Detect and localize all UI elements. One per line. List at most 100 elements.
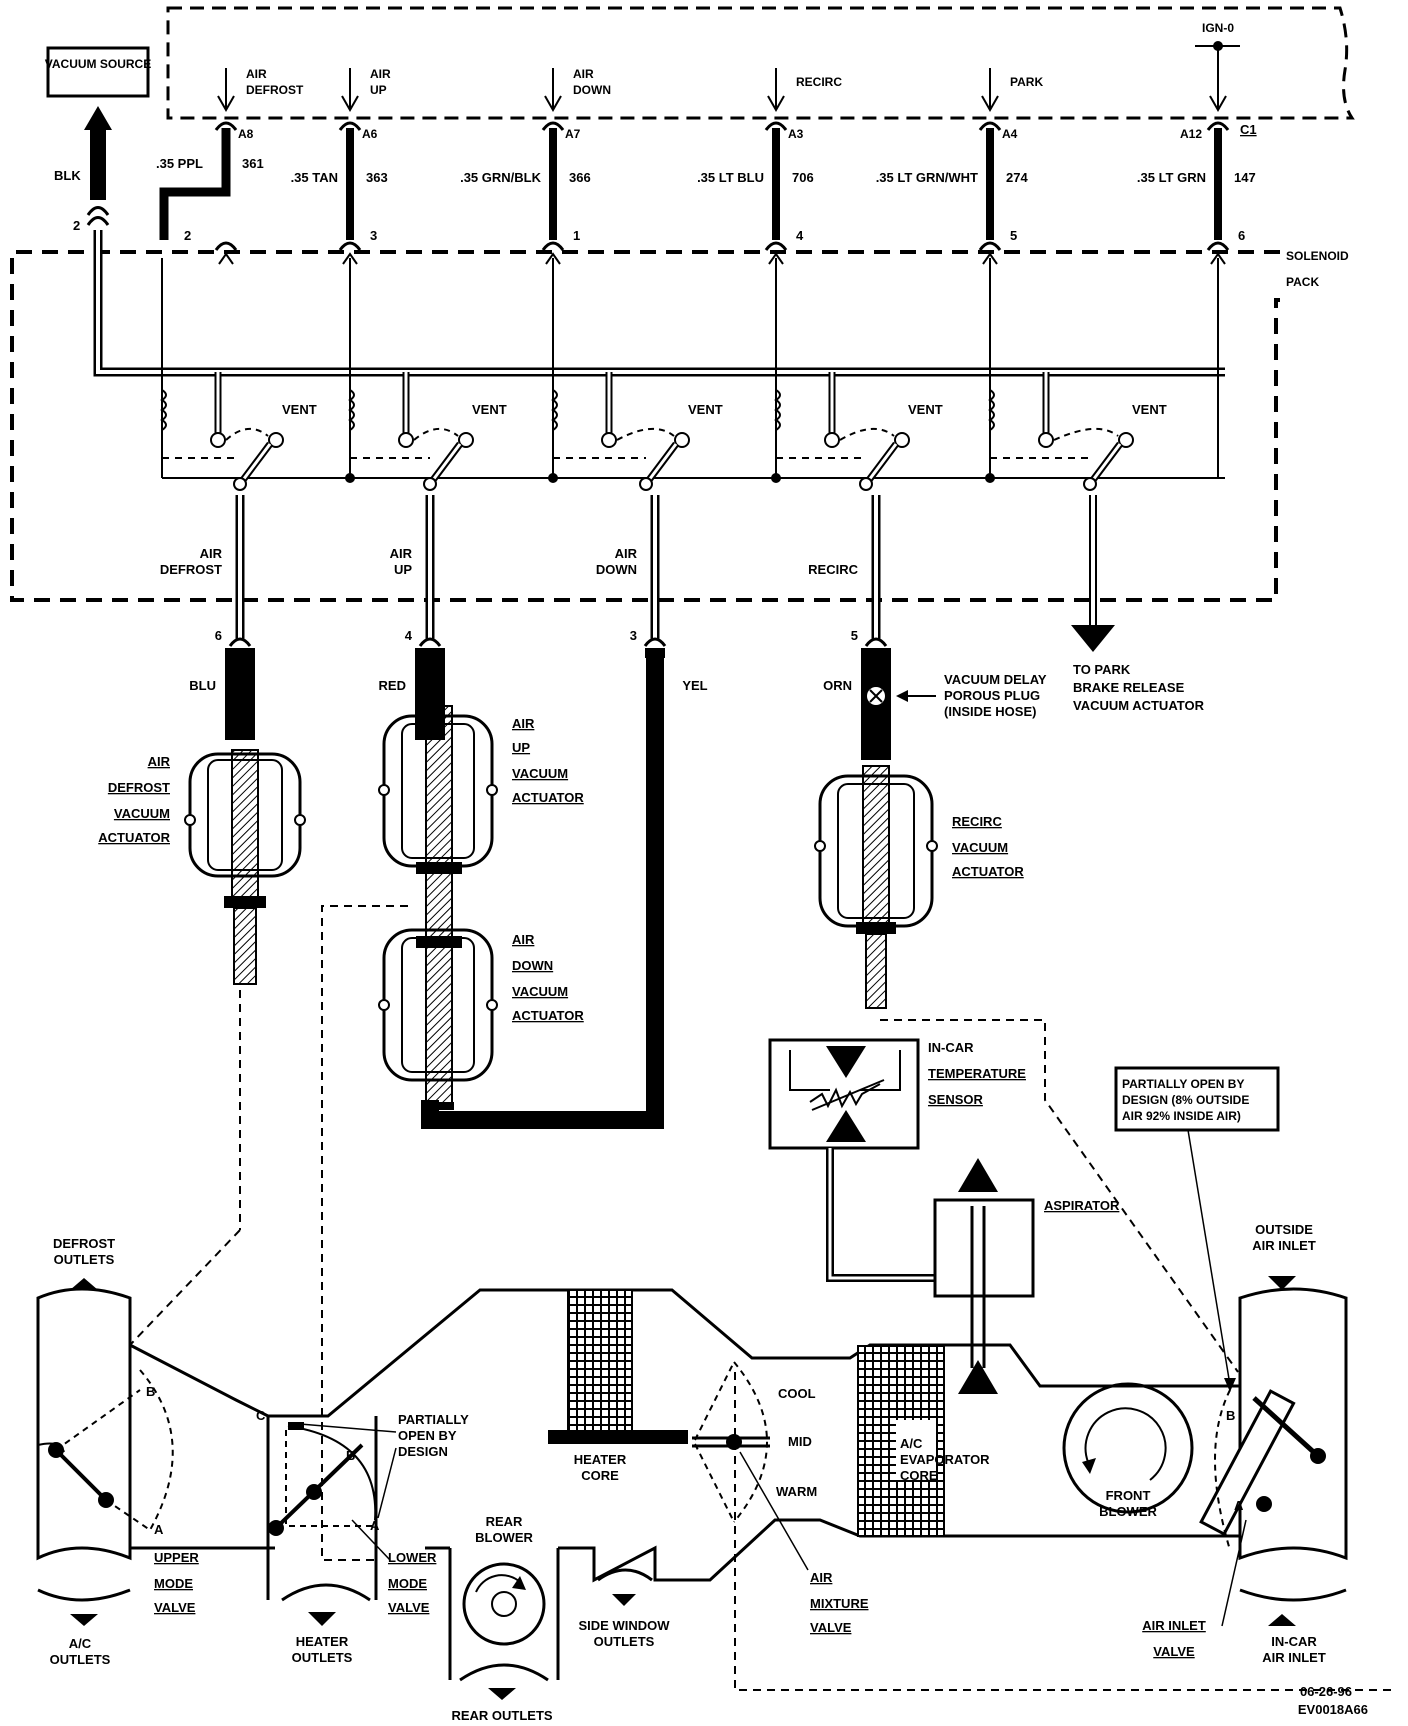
side-window-label-2: OUTLETS bbox=[594, 1634, 655, 1649]
wire-color-4: .35 LT GRN/WHT bbox=[876, 170, 978, 185]
down-actuator-label-4: ACTUATOR bbox=[512, 1008, 584, 1023]
solenoid-0: VENT bbox=[160, 258, 317, 491]
heater-outlets-label-1: HEATER bbox=[296, 1634, 349, 1649]
recirc-actuator-label-1: RECIRC bbox=[952, 814, 1002, 829]
solenoid-pin-4: 5 bbox=[1010, 228, 1017, 243]
inlet-b-letter: B bbox=[1226, 1408, 1235, 1423]
lower-a-letter: A bbox=[370, 1518, 380, 1533]
partial-note-line-2: DESIGN (8% OUTSIDE bbox=[1122, 1093, 1249, 1107]
hose-name-0-0: AIR bbox=[200, 546, 223, 561]
ign-feed: IGN-0 C1 bbox=[1195, 21, 1257, 137]
up-actuator-label-1: AIR bbox=[512, 716, 535, 731]
hose-pin-0: 6 bbox=[215, 628, 222, 643]
evaporator-label-3: CORE bbox=[900, 1468, 938, 1483]
up-actuator-label-2: UP bbox=[512, 740, 530, 755]
rear-outlets-label: REAR OUTLETS bbox=[451, 1708, 552, 1723]
side-window-label-1: SIDE WINDOW bbox=[579, 1618, 671, 1633]
solenoid-2: VENT bbox=[548, 258, 723, 491]
aspirator: ASPIRATOR bbox=[933, 1158, 1120, 1394]
vent-label-4: VENT bbox=[1132, 402, 1167, 417]
vent-label-1: VENT bbox=[472, 402, 507, 417]
partial-note-line-1: PARTIALLY OPEN BY bbox=[1122, 1077, 1244, 1091]
lower-mode-label-1: LOWER bbox=[388, 1550, 437, 1565]
hose-name-0-1: DEFROST bbox=[160, 562, 222, 577]
mid-label: MID bbox=[788, 1434, 812, 1449]
air-mixture-valve: COOL MID WARM AIR MIXTURE VALVE bbox=[692, 1361, 869, 1635]
module-pin-3: A3 bbox=[788, 127, 804, 141]
vacuum-hoses: AIRDEFROST6BLUAIRUP4REDAIRDOWN3YELRECIRC… bbox=[160, 495, 891, 740]
in-car-temperature-sensor: IN-CAR TEMPERATURE SENSOR bbox=[768, 1038, 1026, 1282]
hose-pin-2: 3 bbox=[630, 628, 637, 643]
park-brake-outlet: TO PARK BRAKE RELEASE VACUUM ACTUATOR bbox=[1071, 495, 1205, 713]
partially-open-note: PARTIALLY OPEN BY DESIGN (8% OUTSIDE AIR… bbox=[1114, 1066, 1280, 1392]
recirc-actuator: VACUUM DELAY POROUS PLUG (INSIDE HOSE) R… bbox=[814, 660, 1047, 1009]
lower-c-letter: C bbox=[256, 1408, 266, 1423]
solenoid-4: VENT bbox=[985, 258, 1167, 491]
input-name-3-0: RECIRC bbox=[796, 75, 842, 89]
vacuum-supply-manifold bbox=[93, 230, 1225, 479]
control-module bbox=[166, 6, 1355, 120]
module-pin-2: A7 bbox=[565, 127, 581, 141]
vacuum-source: VACUUM SOURCE BLK 2 bbox=[45, 46, 151, 233]
module-pin-5: A12 bbox=[1180, 127, 1202, 141]
up-actuator-label-3: VACUUM bbox=[512, 766, 568, 781]
recirc-actuator-label-3: ACTUATOR bbox=[952, 864, 1024, 879]
heater-core: HEATER CORE bbox=[548, 1289, 688, 1483]
blk-color-label: BLK bbox=[54, 168, 81, 183]
hose-color-2: YEL bbox=[682, 678, 707, 693]
input-name-1-0: AIR bbox=[370, 67, 391, 81]
sensor-label-2: TEMPERATURE bbox=[928, 1066, 1026, 1081]
figure-code: 06-26-96 EV0018A66 bbox=[1298, 1684, 1368, 1717]
wire-color-2: .35 GRN/BLK bbox=[460, 170, 542, 185]
evaporator-core: A/C EVAPORATOR CORE bbox=[857, 1345, 990, 1537]
module-pin-4: A4 bbox=[1002, 127, 1018, 141]
partially-open-label-1: PARTIALLY bbox=[398, 1412, 469, 1427]
wire-color-0: .35 PPL bbox=[156, 156, 203, 171]
input-name-0-1: DEFROST bbox=[246, 83, 304, 97]
hose-pin-3: 5 bbox=[851, 628, 858, 643]
upper-mode-outlets: DEFROST OUTLETS A/C OUTLETS B A UPPER MO… bbox=[36, 1236, 199, 1667]
hose-color-0: BLU bbox=[189, 678, 216, 693]
air-up-down-actuators: AIR UP VACUUM ACTUATOR AIR DOWN VACUUM A… bbox=[378, 650, 664, 1129]
up-actuator-label-4: ACTUATOR bbox=[512, 790, 584, 805]
defrost-actuator-label-2: DEFROST bbox=[108, 780, 170, 795]
defrost-outlets-label-1: DEFROST bbox=[53, 1236, 115, 1251]
rear-blower: REAR BLOWER REAR OUTLETS bbox=[448, 1514, 560, 1723]
module-pin-0: A8 bbox=[238, 127, 254, 141]
wire-color-3: .35 LT BLU bbox=[697, 170, 764, 185]
hose-name-1-1: UP bbox=[394, 562, 412, 577]
sensor-label-3: SENSOR bbox=[928, 1092, 984, 1107]
aspirator-label: ASPIRATOR bbox=[1044, 1198, 1120, 1213]
ac-outlets-label-1: A/C bbox=[69, 1636, 92, 1651]
solenoid-pin-2: 1 bbox=[573, 228, 580, 243]
input-name-0-0: AIR bbox=[246, 67, 267, 81]
hose-name-3-0: RECIRC bbox=[808, 562, 858, 577]
circuit-number-2: 366 bbox=[569, 170, 591, 185]
input-name-1-1: UP bbox=[370, 83, 387, 97]
outside-air-label-2: AIR INLET bbox=[1252, 1238, 1316, 1253]
wire-color-5: .35 LT GRN bbox=[1137, 170, 1206, 185]
circuit-number-3: 706 bbox=[792, 170, 814, 185]
warm-label: WARM bbox=[776, 1484, 817, 1499]
recirc-actuator-label-2: VACUUM bbox=[952, 840, 1008, 855]
circuit-number-4: 274 bbox=[1006, 170, 1028, 185]
vent-label-3: VENT bbox=[908, 402, 943, 417]
sensor-label-1: IN-CAR bbox=[928, 1040, 974, 1055]
side-window-outlets: SIDE WINDOW OUTLETS bbox=[579, 1568, 671, 1649]
hose-pin-1: 4 bbox=[405, 628, 413, 643]
upper-mode-label-1: UPPER bbox=[154, 1550, 199, 1565]
hose-name-1-0: AIR bbox=[390, 546, 413, 561]
inlet-a-letter: A bbox=[1234, 1498, 1244, 1513]
solenoid-valves: VENT VENT VENT VENT VENT bbox=[160, 258, 1219, 491]
lower-mode-label-3: VALVE bbox=[388, 1600, 430, 1615]
